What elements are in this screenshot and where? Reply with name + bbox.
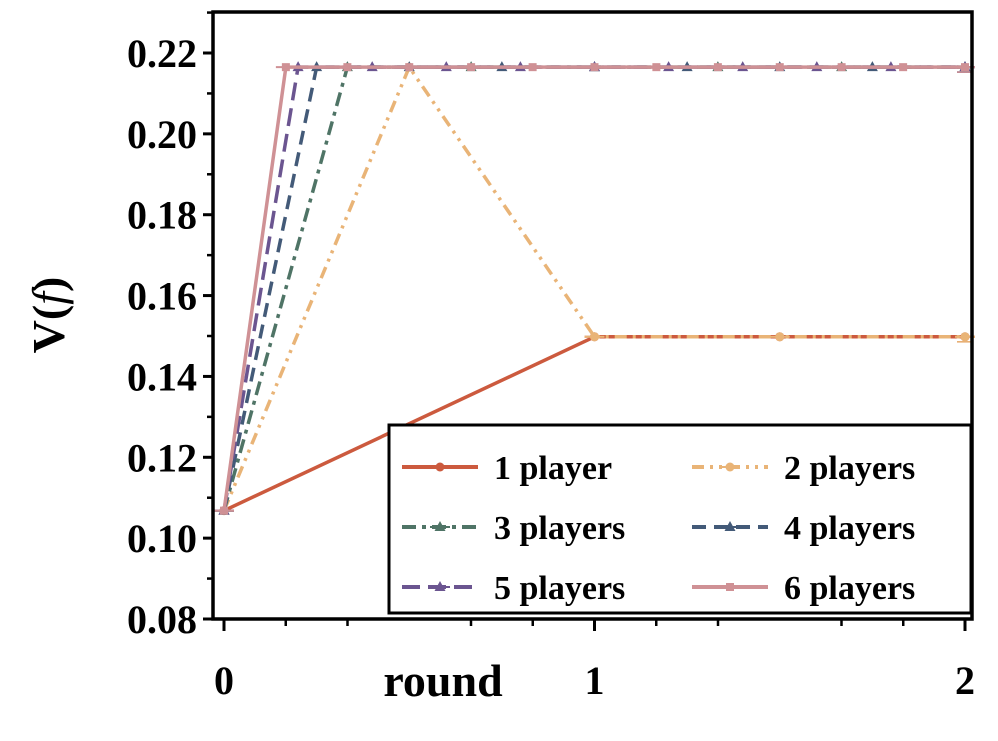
legend-item: 2 players — [692, 450, 915, 487]
y-tick-label: 0.18 — [127, 193, 197, 238]
legend-item: 4 players — [692, 510, 915, 547]
legend-item: 3 players — [402, 510, 625, 547]
y-tick-label: 0.10 — [127, 516, 197, 561]
legend: 1 player 2 players 3 players 4 players 5 pla… — [387, 423, 973, 615]
y-tick-label: 0.20 — [127, 112, 197, 157]
legend-item: 1 player — [402, 450, 612, 487]
x-tick-label: 1 — [585, 658, 605, 703]
y-axis: 0.08 0.10 0.12 0.14 0.16 0.18 0.20 0.22 — [127, 11, 213, 642]
y-tick-label: 0.12 — [127, 435, 197, 480]
legend-label: 4 players — [784, 510, 915, 547]
y-axis-label: V(f) — [23, 277, 74, 354]
x-axis: 0 1 2 — [214, 619, 975, 703]
legend-label: 6 players — [784, 570, 915, 607]
series-6 — [214, 63, 975, 515]
y-tick-label: 0.14 — [127, 354, 197, 399]
legend-item: 6 players — [692, 570, 915, 607]
y-axis-label-close: ) — [23, 277, 74, 292]
x-axis-label: round — [383, 655, 503, 706]
legend-label: 1 player — [494, 450, 612, 487]
legend-label: 5 players — [494, 570, 625, 607]
y-tick-label: 0.16 — [127, 274, 197, 319]
legend-box — [387, 423, 973, 615]
y-tick-label: 0.22 — [127, 31, 197, 76]
series-layer — [214, 61, 975, 516]
legend-label: 3 players — [494, 510, 625, 547]
plot-frame — [211, 10, 974, 621]
x-tick-label: 2 — [955, 658, 975, 703]
legend-label: 2 players — [784, 450, 915, 487]
y-tick-label: 0.08 — [127, 597, 197, 642]
x-tick-label: 0 — [214, 658, 234, 703]
series-line — [222, 65, 965, 512]
legend-item: 5 players — [402, 570, 625, 607]
y-axis-label-main: V( — [23, 305, 74, 354]
